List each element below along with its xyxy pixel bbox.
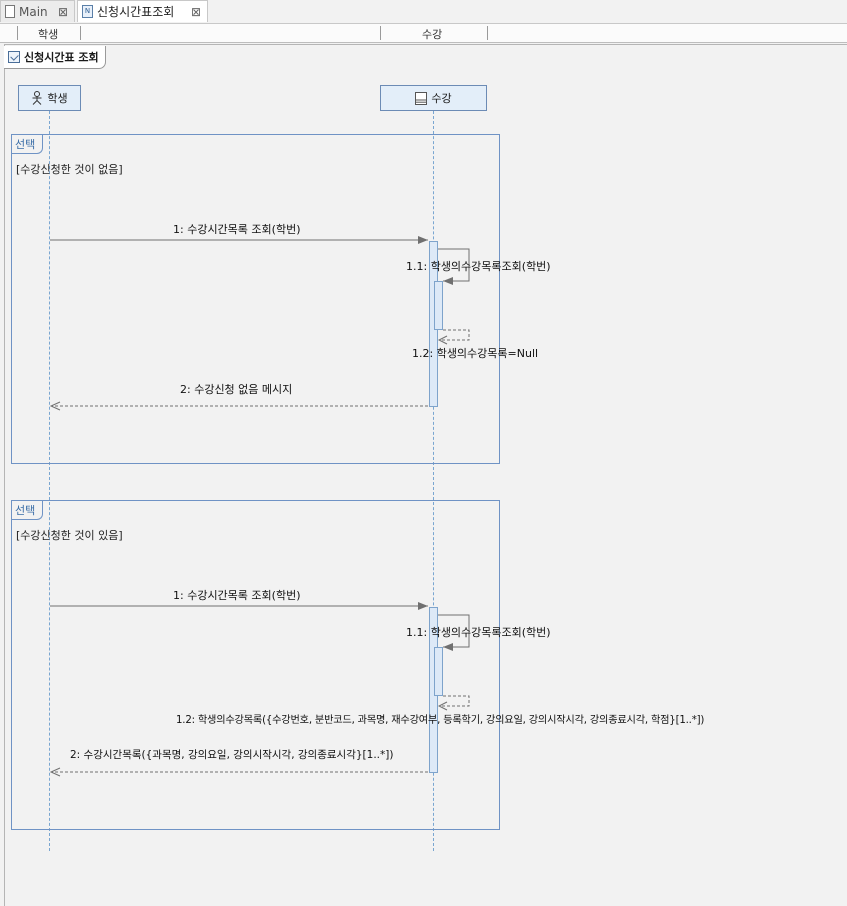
return-message-arrow-2 bbox=[49, 767, 428, 777]
close-icon[interactable]: ⊠ bbox=[57, 4, 68, 19]
alt-fragment[interactable]: 선택 bbox=[11, 134, 500, 464]
header-separator bbox=[380, 26, 381, 40]
tab-main-label: Main bbox=[19, 4, 48, 19]
self-call-arrow-2 bbox=[438, 614, 470, 651]
close-icon[interactable]: ⊠ bbox=[190, 4, 201, 19]
file-icon bbox=[5, 5, 15, 18]
tab-main[interactable]: Main ⊠ bbox=[0, 0, 75, 22]
tab-sequence-diagram-label: 신청시간표조회 bbox=[97, 5, 175, 19]
alt-fragment[interactable]: 선택 bbox=[11, 500, 500, 830]
self-return-arrow-1 bbox=[437, 329, 470, 345]
self-call-arrow-1 bbox=[438, 248, 470, 285]
course-lifeline[interactable] bbox=[433, 111, 434, 851]
diagram-title: 신청시간표 조회 bbox=[24, 51, 99, 64]
header-separator bbox=[17, 26, 18, 40]
header-separator bbox=[80, 26, 81, 40]
lifeline-header-bar: 학생 수강 bbox=[0, 24, 847, 43]
tab-sequence-diagram[interactable]: N 신청시간표조회 ⊠ bbox=[77, 0, 208, 22]
sequence-diagram-icon bbox=[8, 51, 20, 63]
self-return-arrow-2 bbox=[437, 695, 470, 711]
course-lifeline-head[interactable]: 수강 bbox=[380, 85, 487, 111]
fragment-operator-label: 선택 bbox=[12, 135, 44, 154]
student-lifeline-head[interactable]: 학생 bbox=[18, 85, 81, 111]
nested-activation-bar[interactable] bbox=[434, 647, 443, 696]
student-lifeline[interactable] bbox=[49, 111, 50, 851]
return-message-arrow-1 bbox=[49, 401, 428, 411]
diagram-canvas bbox=[4, 44, 847, 906]
header-separator bbox=[487, 26, 488, 40]
message-label[interactable]: 1.1: 학생의수강목록조회(학번) bbox=[406, 260, 551, 273]
message-label[interactable]: 1.2: 학생의수강목록({수강번호, 분반코드, 과목명, 재수강여부, 등록… bbox=[176, 715, 705, 726]
fragment-operator-label: 선택 bbox=[12, 501, 44, 520]
message-label[interactable]: 2: 수강신청 없음 메시지 bbox=[180, 383, 293, 396]
diagram-frame-title: 신청시간표 조회 bbox=[4, 46, 106, 69]
nested-activation-bar[interactable] bbox=[434, 281, 443, 330]
message-label[interactable]: 1.1: 학생의수강목록조회(학번) bbox=[406, 626, 551, 639]
message-label[interactable]: 2: 수강시간목록({과목명, 강의요일, 강의시작시각, 강의종료시각}[1.… bbox=[70, 749, 394, 761]
course-lifeline-label: 수강 bbox=[431, 92, 452, 105]
entity-icon bbox=[415, 91, 428, 105]
sync-message-arrow-1 bbox=[50, 236, 428, 244]
sync-message-arrow-2 bbox=[50, 602, 428, 610]
message-label[interactable]: 1.2: 학생의수강목록=Null bbox=[412, 347, 539, 360]
fragment-guard: [수강신청한 것이 있음] bbox=[16, 529, 123, 542]
fragment-guard: [수강신청한 것이 없음] bbox=[16, 163, 123, 176]
message-label[interactable]: 1: 수강시간목록 조회(학번) bbox=[173, 589, 301, 602]
actor-icon bbox=[32, 91, 42, 105]
header-student-label: 학생 bbox=[38, 28, 59, 41]
diagram-icon: N bbox=[82, 5, 93, 18]
student-lifeline-label: 학생 bbox=[47, 92, 68, 105]
header-course-label: 수강 bbox=[422, 28, 443, 41]
message-label[interactable]: 1: 수강시간목록 조회(학번) bbox=[173, 223, 301, 236]
editor-tab-bar: Main ⊠ N 신청시간표조회 ⊠ bbox=[0, 0, 847, 24]
